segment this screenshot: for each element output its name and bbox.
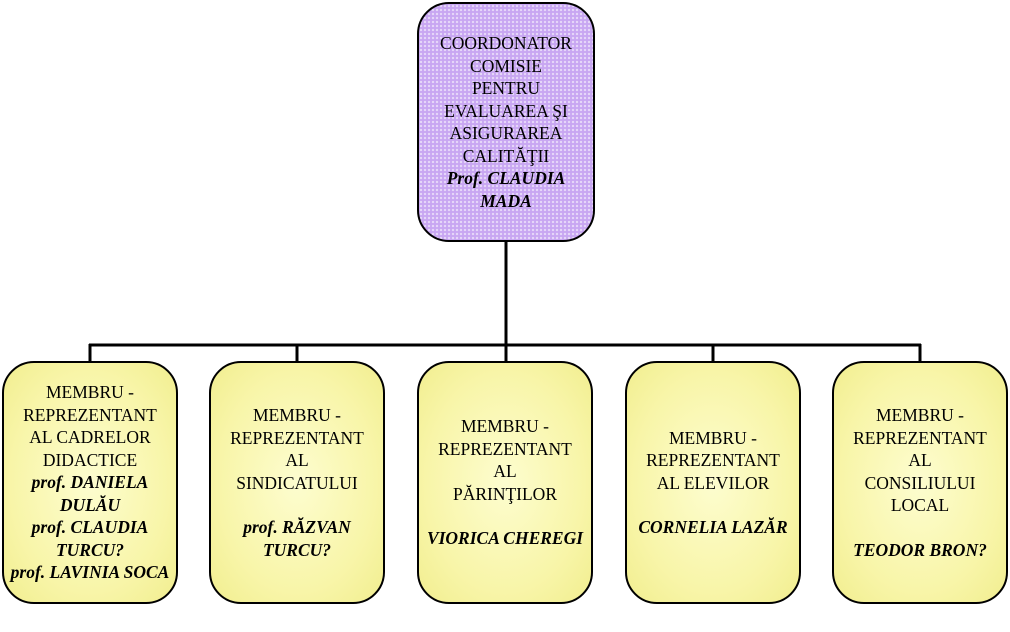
member-role: MEMBRU - REPREZENTANT AL PĂRINŢILOR — [438, 416, 572, 504]
member-name: prof. RĂZVAN TURCU? — [243, 517, 351, 560]
member-box-local-council: MEMBRU - REPREZENTANT AL CONSILIULUI LOC… — [832, 361, 1008, 604]
member-box-students: MEMBRU - REPREZENTANT AL ELEVILOR CORNEL… — [625, 361, 801, 604]
coordinator-box: COORDONATOR COMISIE PENTRU EVALUAREA ŞI … — [417, 2, 595, 242]
member-name: prof. LAVINIA SOCA — [10, 562, 170, 583]
member-box-union: MEMBRU - REPREZENTANT AL SINDICATULUI pr… — [209, 361, 385, 604]
member-name: prof. CLAUDIA TURCU? — [31, 517, 149, 560]
member-name: TEODOR BRON? — [853, 539, 987, 560]
member-name: VIORICA CHEREGI — [426, 528, 584, 549]
member-box-teachers: MEMBRU - REPREZENTANT AL CADRELOR DIDACT… — [2, 361, 178, 604]
member-role: MEMBRU - REPREZENTANT AL ELEVILOR — [646, 427, 780, 493]
member-name: prof. DANIELA DULĂU — [31, 472, 149, 515]
member-role: MEMBRU - REPREZENTANT AL CONSILIULUI LOC… — [853, 405, 987, 515]
member-box-parents: MEMBRU - REPREZENTANT AL PĂRINŢILOR VIOR… — [417, 361, 593, 604]
member-name: CORNELIA LAZĂR — [638, 517, 788, 537]
coordinator-name: Prof. CLAUDIA MADA — [446, 168, 566, 211]
member-role: MEMBRU - REPREZENTANT AL CADRELOR DIDACT… — [23, 382, 157, 470]
member-role: MEMBRU - REPREZENTANT AL SINDICATULUI — [230, 405, 364, 493]
coordinator-role: COORDONATOR COMISIE PENTRU EVALUAREA ŞI … — [440, 33, 572, 166]
